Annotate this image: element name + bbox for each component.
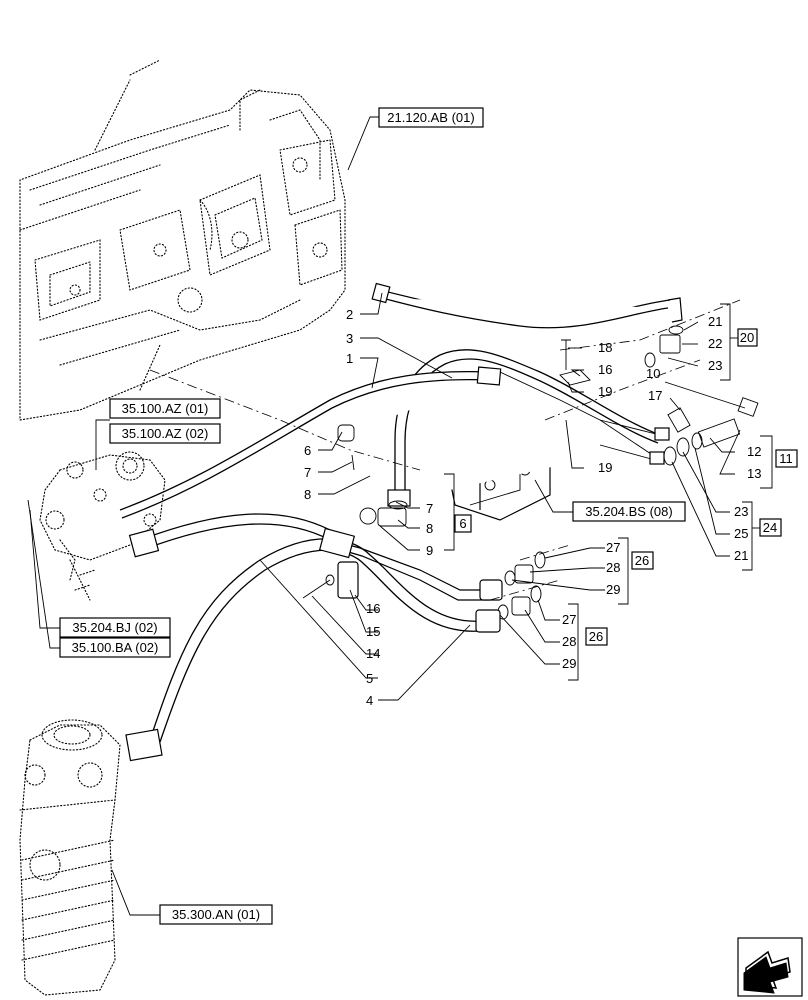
callout-25: 25 <box>734 526 748 541</box>
callout-27: 27 <box>562 612 576 627</box>
callout-27: 27 <box>606 540 620 555</box>
callout-29: 29 <box>606 582 620 597</box>
svg-text:26: 26 <box>635 553 649 568</box>
callout-7: 7 <box>426 501 433 516</box>
callouts: 2 3 1 6 7 8 7 8 9 16 15 14 5 4 18 16 19 … <box>304 307 761 708</box>
callout-21: 21 <box>734 548 748 563</box>
priority-valve-assembly <box>39 451 166 601</box>
next-page-arrow-icon[interactable] <box>737 937 803 997</box>
svg-text:26: 26 <box>589 629 603 644</box>
kit-26-upper[interactable]: 26 <box>631 551 654 570</box>
callout-22: 22 <box>708 336 722 351</box>
callout-7: 7 <box>304 465 311 480</box>
callout-3: 3 <box>346 331 353 346</box>
callout-8: 8 <box>304 487 311 502</box>
kit-11[interactable]: 11 <box>775 449 798 468</box>
callout-2: 2 <box>346 307 353 322</box>
reference-35-204-bs-08[interactable]: 35.204.BS (08) <box>572 501 686 522</box>
callout-1: 1 <box>346 351 353 366</box>
svg-text:35.100.AZ (01): 35.100.AZ (01) <box>122 401 209 416</box>
callout-28: 28 <box>606 560 620 575</box>
callout-23: 23 <box>708 358 722 373</box>
callout-23: 23 <box>734 504 748 519</box>
reference-35-300-an-01[interactable]: 35.300.AN (01) <box>159 904 273 925</box>
reference-21-120-ab-01[interactable]: 21.120.AB (01) <box>378 107 484 128</box>
callout-18: 18 <box>598 340 612 355</box>
callout-28: 28 <box>562 634 576 649</box>
svg-text:35.204.BJ (02): 35.204.BJ (02) <box>72 620 157 635</box>
callout-29: 29 <box>562 656 576 671</box>
callout-19: 19 <box>598 384 612 399</box>
callout-19: 19 <box>598 460 612 475</box>
svg-text:21.120.AB (01): 21.120.AB (01) <box>387 110 474 125</box>
callout-6: 6 <box>304 443 311 458</box>
callout-9: 9 <box>426 543 433 558</box>
kit-brackets <box>444 303 773 681</box>
kit-24[interactable]: 24 <box>759 518 782 537</box>
callout-16: 16 <box>366 601 380 616</box>
callout-12: 12 <box>747 444 761 459</box>
callout-5: 5 <box>366 671 373 686</box>
leader-lines <box>27 116 746 916</box>
svg-text:35.100.BA (02): 35.100.BA (02) <box>72 640 159 655</box>
svg-text:35.300.AN (01): 35.300.AN (01) <box>172 907 260 922</box>
callout-10: 10 <box>646 366 660 381</box>
reference-35-100-az-01[interactable]: 35.100.AZ (01) <box>109 398 221 419</box>
callout-17: 17 <box>648 388 662 403</box>
hoses <box>119 282 683 762</box>
callout-13: 13 <box>747 466 761 481</box>
callout-14: 14 <box>366 646 380 661</box>
svg-text:20: 20 <box>740 330 754 345</box>
svg-text:35.204.BS (08): 35.204.BS (08) <box>585 504 672 519</box>
transmission-housing <box>19 59 346 421</box>
callout-16: 16 <box>598 362 612 377</box>
svg-text:6: 6 <box>459 516 466 531</box>
kit-20[interactable]: 20 <box>737 328 758 347</box>
kit-6[interactable]: 6 <box>454 514 472 533</box>
reference-35-100-az-02[interactable]: 35.100.AZ (02) <box>109 423 221 444</box>
callout-15: 15 <box>366 624 380 639</box>
center-lines <box>149 299 741 601</box>
reference-35-100-ba-02[interactable]: 35.100.BA (02) <box>59 637 171 658</box>
callout-21: 21 <box>708 314 722 329</box>
svg-text:24: 24 <box>763 520 777 535</box>
steering-unit-housing <box>19 719 121 996</box>
kit-26-lower[interactable]: 26 <box>585 627 608 646</box>
callout-4: 4 <box>366 693 373 708</box>
reference-35-204-bj-02[interactable]: 35.204.BJ (02) <box>59 617 171 638</box>
svg-text:11: 11 <box>779 451 793 466</box>
callout-8: 8 <box>426 521 433 536</box>
svg-text:35.100.AZ (02): 35.100.AZ (02) <box>122 426 209 441</box>
